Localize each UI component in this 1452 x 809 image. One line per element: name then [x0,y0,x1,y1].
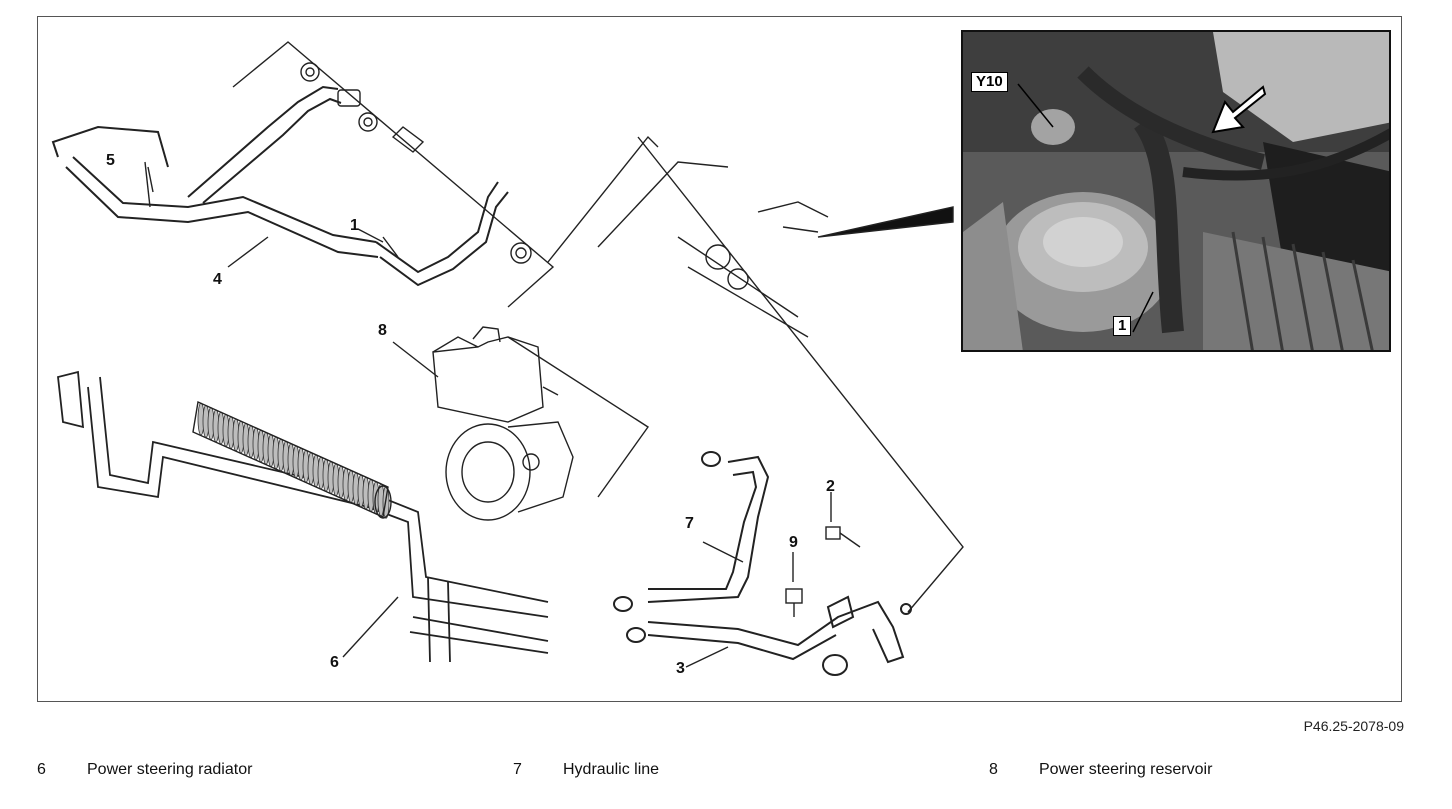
return-hose [626,595,912,676]
bolt-9 [785,588,803,617]
legend-number: 7 [513,761,522,778]
legend-text: Power steering reservoir [1039,761,1213,778]
callout-3: 3 [676,660,685,677]
exploded-diagram: 1 2 3 4 5 6 7 8 9 [51,41,964,677]
callout-5: 5 [106,152,115,169]
bolt-5 [144,161,151,208]
washer [358,112,378,132]
legend-number: 6 [37,761,46,778]
callout-6: 6 [330,654,339,671]
legend-number: 8 [989,761,998,778]
guide-line-photo [547,135,659,263]
power-steering-reservoir [432,326,559,423]
leader-5 [147,166,154,193]
callout-9: 9 [789,534,798,551]
leader-6 [342,596,399,658]
callout-4: 4 [213,271,222,288]
arrow-icon [1211,85,1267,134]
pointer-wedge [817,206,954,238]
callout-7: 7 [685,515,694,532]
callout-2: 2 [826,478,835,495]
callout-1: 1 [350,217,359,234]
bellows-boot [1231,231,1374,350]
leader-4 [227,236,269,268]
engine-bay-photo: Y10 1 [961,30,1391,352]
radiator-coil [197,402,390,519]
leader-3 [685,646,729,668]
diagram-frame: 1 2 3 4 5 6 7 8 9 [37,16,1402,702]
steering-gear-sketch [677,201,829,338]
photo-label-1: 1 [1113,316,1132,336]
guide-line-top [232,41,555,308]
guide-line-right [637,136,964,613]
figure-reference: P46.25-2078-09 [1303,718,1404,734]
union-fitting [337,89,361,107]
bolt-1 [382,236,399,258]
legend-item: 8 Power steering reservoir [989,761,1212,779]
hollow-bolt [391,126,425,153]
bolt-2 [825,526,861,548]
sealing-ring [510,242,532,264]
guide-line-inset [597,161,729,248]
legend-text: Power steering radiator [87,761,253,778]
guide-line-pump [507,336,649,498]
callout-8: 8 [378,322,387,339]
photo-label-y10: Y10 [971,72,1008,92]
high-pressure-line [51,85,509,287]
power-steering-radiator [57,370,549,663]
washer [300,62,320,82]
legend-text: Hydraulic line [563,761,660,778]
leader-8 [392,341,439,378]
legend-item: 6 Power steering radiator [37,761,252,779]
legend-item: 7 Hydraulic line [513,761,659,779]
leader-1 [357,228,384,243]
leader-7 [702,541,744,563]
power-steering-pump [445,421,574,521]
hydraulic-line [613,451,770,612]
